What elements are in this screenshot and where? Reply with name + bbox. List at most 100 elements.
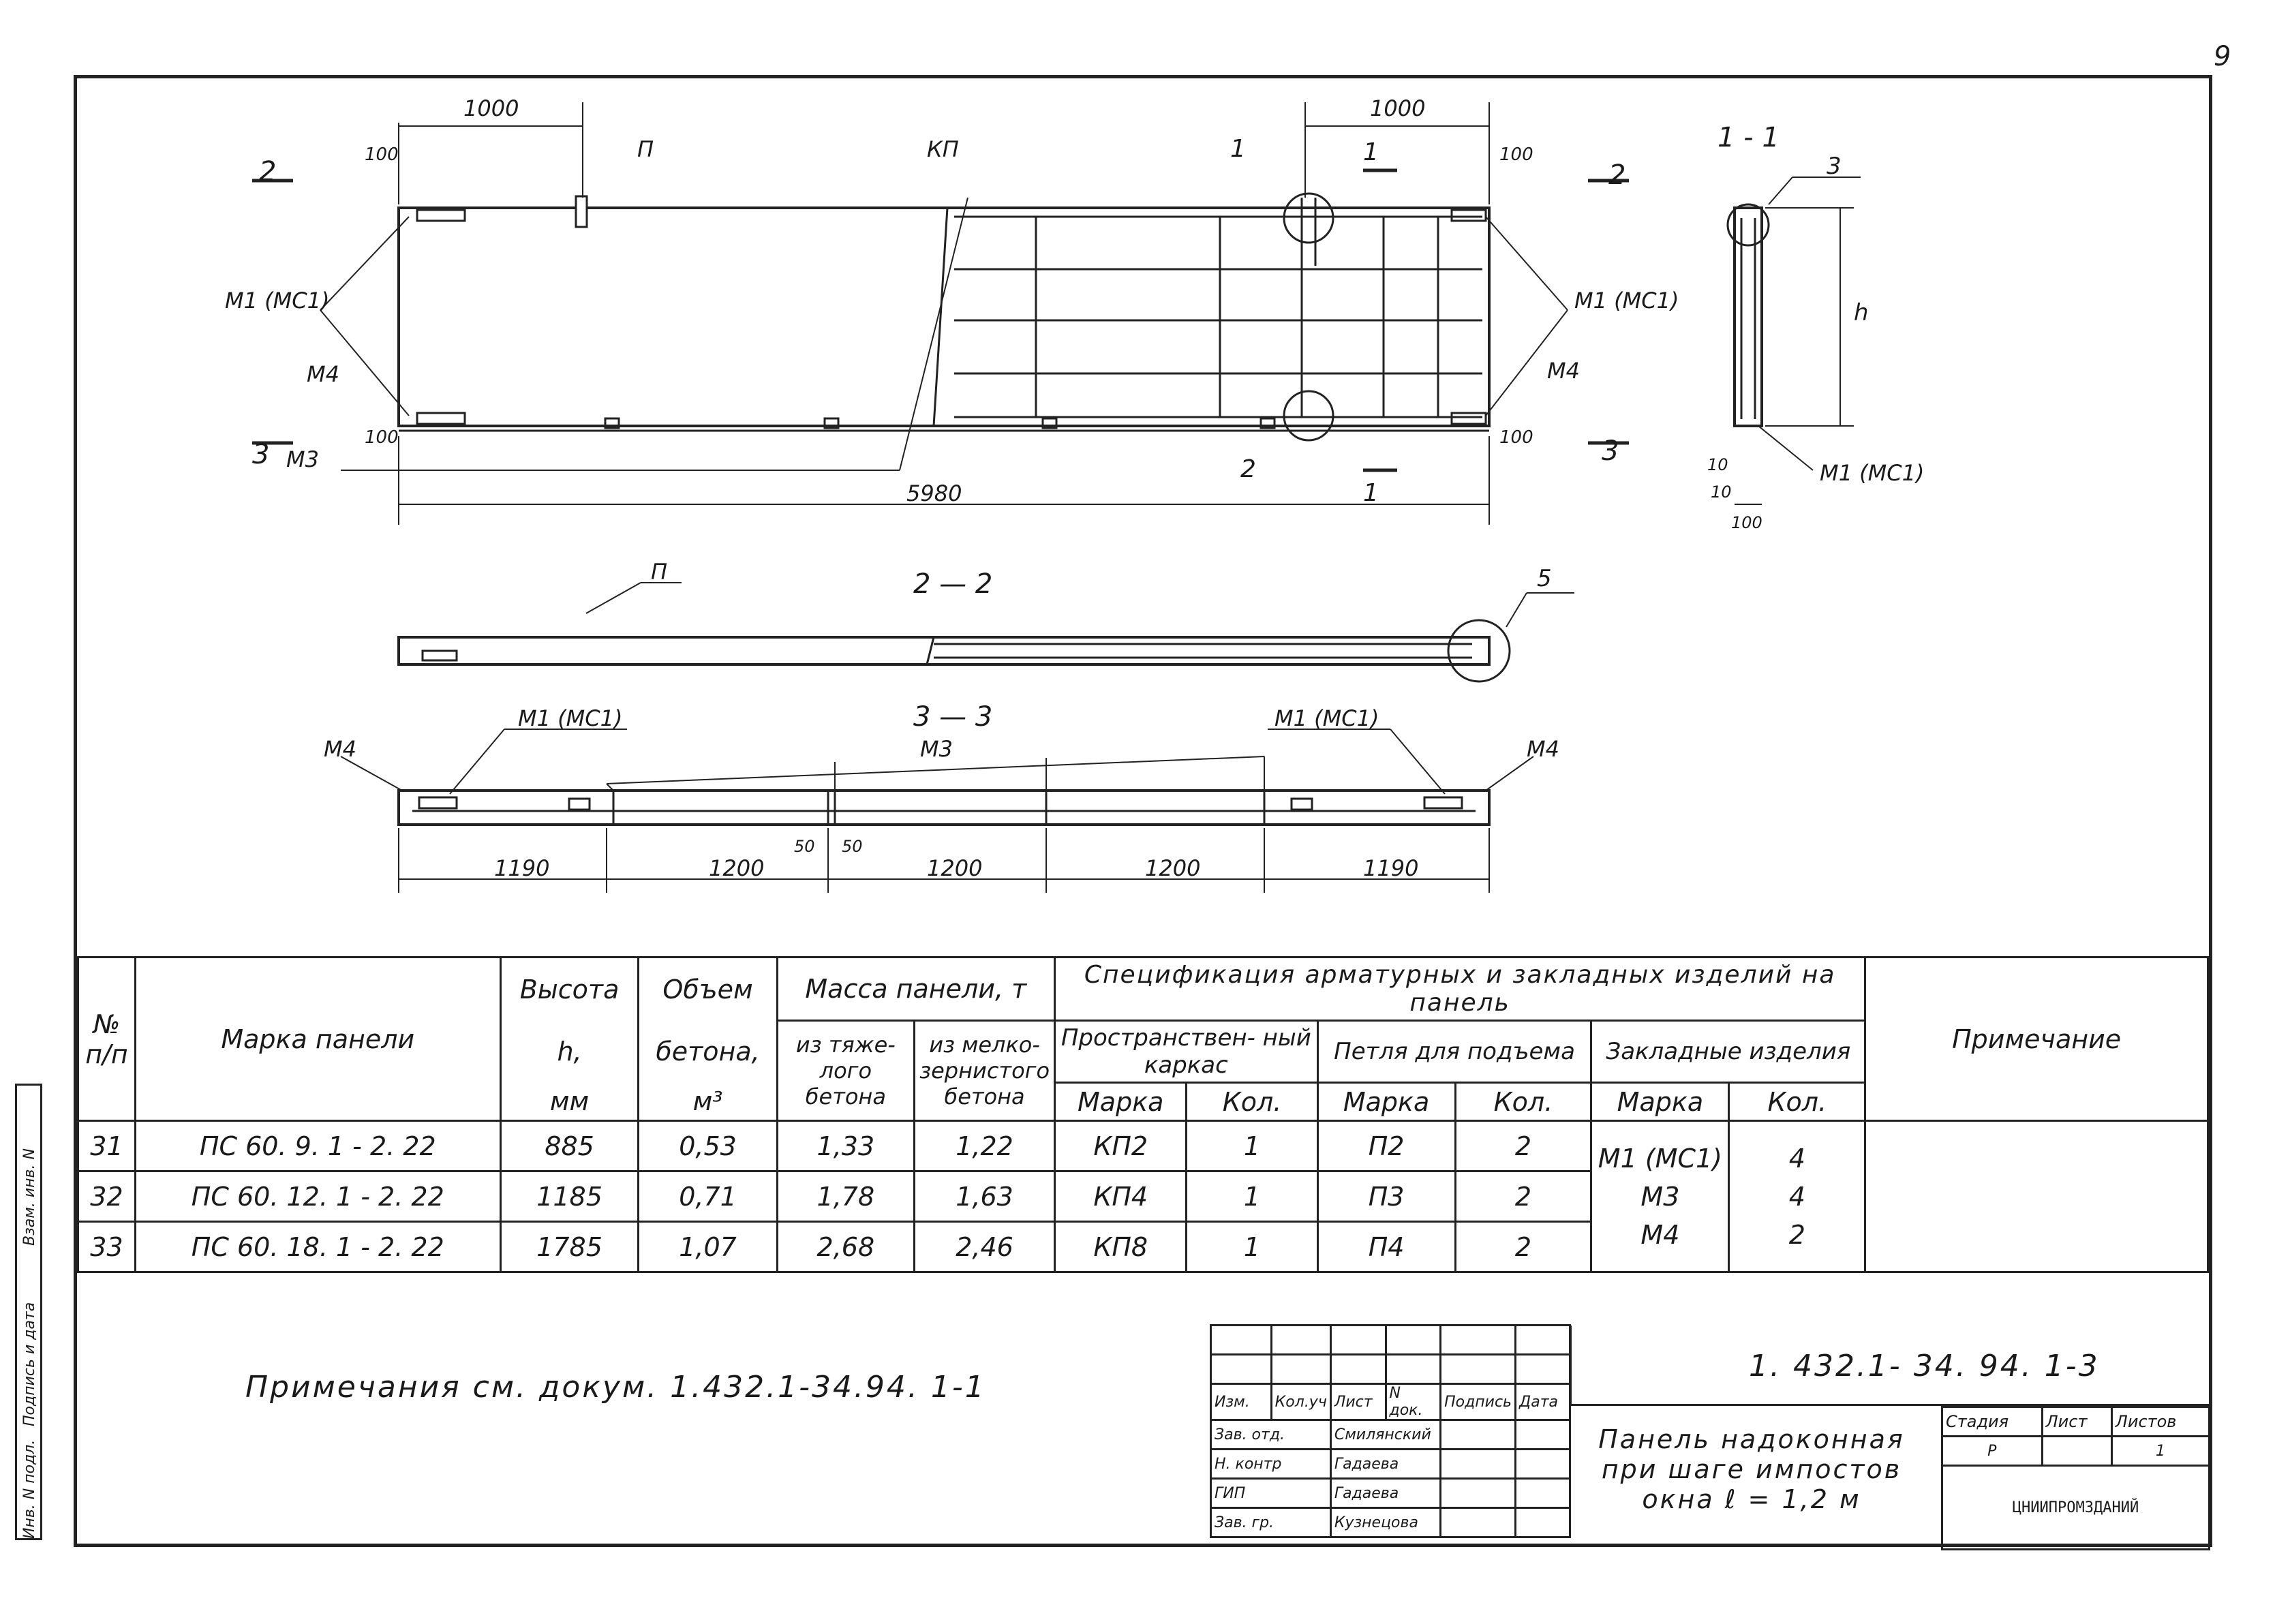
role-name: Гадаева (1329, 1448, 1442, 1480)
row-mass-fine: 1,22 (913, 1120, 1056, 1172)
frame-qty-header: Кол. (1185, 1082, 1319, 1122)
sheets-value: 1 (2110, 1435, 2211, 1467)
rev-col-list: Лист (1329, 1383, 1387, 1421)
section-1-1-view (1726, 177, 1861, 505)
dim-10-b: 10 (1711, 482, 1732, 502)
role-name: Гадаева (1329, 1477, 1442, 1509)
volume-sub: бетона, (637, 1020, 778, 1083)
col-volume-header: Объем (637, 956, 778, 1021)
dim-50-left: 50 (794, 837, 815, 856)
mark-M1-left: М1 (МС1) (225, 288, 329, 313)
mark-M4-right: М4 (1547, 358, 1580, 384)
rev-col-sign: Подпись (1439, 1383, 1517, 1421)
callout-3: 3 (1827, 153, 1842, 180)
col-height-header: Высота (499, 956, 640, 1021)
row-volume: 1,07 (637, 1221, 778, 1273)
embedded-qty: 4 (1788, 1143, 1805, 1174)
callout-1: 1 (1230, 135, 1246, 163)
section-1-1-title: 1 - 1 (1717, 122, 1780, 153)
role-label: Зав. гр. (1210, 1507, 1332, 1538)
side-stamp-sign: Подпись и дата (21, 1302, 38, 1426)
notes-reference: Примечания см. докум. 1.432.1-34.94. 1-1 (245, 1370, 986, 1405)
cut-3-left: 3 (252, 439, 269, 470)
embedded-mark-header: Марка (1590, 1082, 1730, 1122)
section-2-2-title: 2 — 2 (913, 568, 992, 600)
role-label: ГИП (1210, 1477, 1332, 1509)
drawing-title: Панель надоконная при шаге импостов окна… (1598, 1424, 1905, 1514)
dim-100-bottom-right: 100 (1499, 427, 1533, 448)
row-height: 1785 (499, 1221, 640, 1273)
signature (1439, 1507, 1517, 1538)
col-spec-header: Спецификация арматурных и закладных изде… (1054, 956, 1867, 1022)
embedded-mark: М4 (1640, 1219, 1680, 1250)
sheet-value (2041, 1435, 2113, 1467)
dim-50-right: 50 (842, 837, 863, 856)
embedded-qty: 4 (1788, 1181, 1805, 1212)
rev-col-izm: Изм. (1210, 1383, 1272, 1421)
row-volume: 0,53 (637, 1120, 778, 1172)
embedded-qty-cell: 4 4 2 (1728, 1120, 1867, 1273)
stage-value: Р (1941, 1435, 2043, 1467)
embedded-qty-header: Кол. (1728, 1082, 1867, 1122)
mark-h: h (1854, 299, 1869, 326)
role-name: Кузнецова (1329, 1507, 1442, 1538)
drawing-frame (74, 75, 2212, 1547)
section-3-3-view (340, 729, 1534, 893)
row-frame: КП2 (1054, 1120, 1188, 1172)
table-row: 32 ПС 60. 12. 1 - 2. 22 1185 0,71 1,78 1… (77, 1170, 2208, 1223)
stage-label: Стадия (1941, 1406, 2043, 1437)
stage-block: Стадия Лист Листов Р 1 ЦНИИПРОМЗДАНИЙ (1941, 1406, 2211, 1550)
panel-drawing: 1000 1000 100 100 100 100 5980 П КП М1 (… (225, 95, 1924, 893)
row-frame-qty: 1 (1185, 1170, 1319, 1223)
dim-100-top-left: 100 (365, 144, 399, 165)
table-row: 31 ПС 60. 9. 1 - 2. 22 885 0,53 1,33 1,2… (77, 1120, 2209, 1273)
signature (1439, 1419, 1517, 1450)
row-height: 1185 (499, 1170, 640, 1223)
role-label: Н. контр (1210, 1448, 1332, 1480)
mark-M1-section: М1 (МС1) (1820, 460, 1924, 486)
row-loop: П4 (1316, 1221, 1456, 1273)
organization: ЦНИИПРОМЗДАНИЙ (1941, 1465, 2210, 1550)
embedded-qty: 2 (1788, 1219, 1805, 1250)
cut-1-top: 1 (1363, 138, 1379, 166)
row-mark: ПС 60. 12. 1 - 2. 22 (134, 1170, 502, 1223)
dim-1200-b: 1200 (927, 855, 982, 881)
col-loop-header: Петля для подъема (1316, 1020, 1593, 1084)
embedded-mark: М1 (МС1) (1598, 1143, 1722, 1174)
col-mass-header: Масса панели, т (776, 956, 1056, 1022)
cut-2-left: 2 (259, 156, 276, 187)
loop-mark-header: Марка (1316, 1082, 1456, 1122)
dim-1190-left: 1190 (494, 855, 549, 881)
height-symbol: h, (499, 1020, 640, 1083)
dim-1200-a: 1200 (709, 855, 764, 881)
side-stamp-inv: Инв. N подл. (21, 1439, 38, 1539)
row-frame-qty: 1 (1185, 1120, 1319, 1172)
row-loop: П3 (1316, 1170, 1456, 1223)
embedded-marks-cell: М1 (МС1) М3 М4 (1590, 1120, 1730, 1273)
mark-M4-section3-left: М4 (324, 736, 356, 762)
sheet-label: Лист (2041, 1406, 2113, 1437)
cut-1-bottom: 1 (1363, 479, 1379, 507)
mark-KP: КП (927, 136, 959, 162)
row-mass-heavy: 1,33 (776, 1120, 916, 1172)
row-frame-qty: 1 (1185, 1221, 1319, 1273)
loop-qty-header: Кол. (1454, 1082, 1593, 1122)
mark-M4-section3-right: М4 (1527, 736, 1559, 762)
row-height: 885 (499, 1120, 640, 1172)
row-mass-heavy: 2,68 (776, 1221, 916, 1273)
elevation-view (252, 102, 1629, 525)
mark-M1-section3-right: М1 (МС1) (1274, 705, 1379, 731)
col-note-header: Примечание (1864, 956, 2209, 1122)
mark-M4-left: М4 (307, 361, 339, 387)
row-mass-heavy: 1,78 (776, 1170, 916, 1223)
cut-2-right: 2 (1608, 159, 1625, 191)
col-frame-header: Пространствен- ный каркас (1054, 1020, 1319, 1084)
dim-1000-left: 1000 (463, 95, 519, 121)
mark-M1-right: М1 (МС1) (1574, 288, 1679, 313)
role-label: Зав. отд. (1210, 1419, 1332, 1450)
sheets-label: Листов (2110, 1406, 2211, 1437)
cut-3-right: 3 (1602, 435, 1619, 467)
col-mass-fine-header: из мелко- зернистого бетона (913, 1020, 1056, 1122)
page-number: 9 (2214, 41, 2231, 72)
row-note (1864, 1120, 2209, 1273)
